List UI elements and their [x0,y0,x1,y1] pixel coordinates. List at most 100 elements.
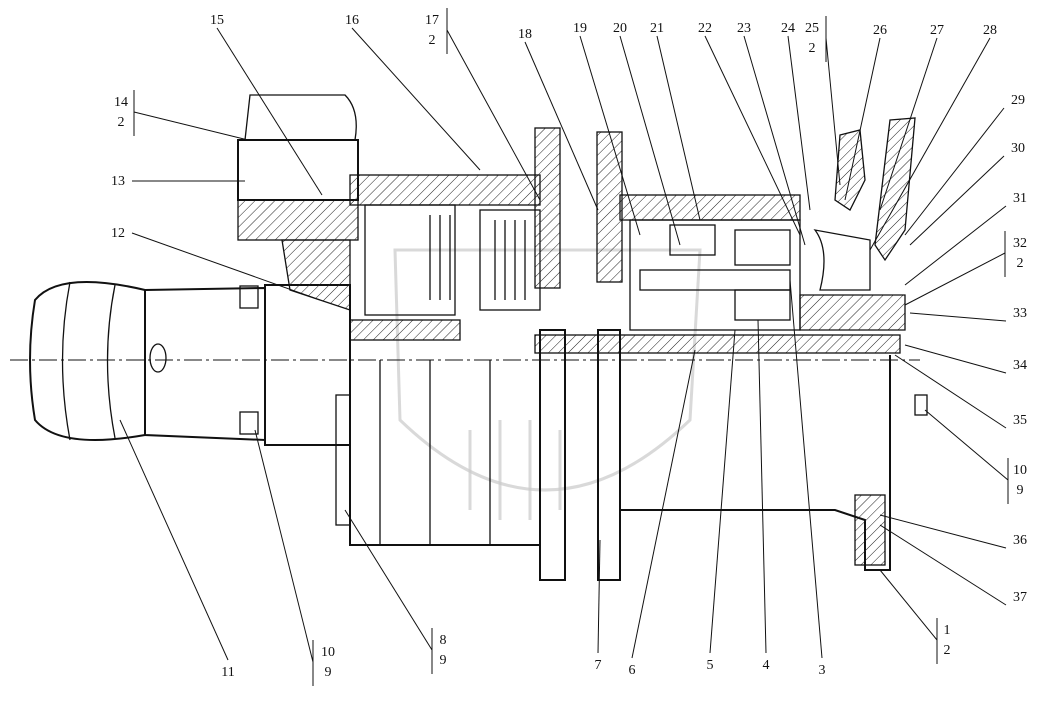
callout-number: 29 [1011,93,1025,108]
callout-12: 12 [111,226,321,301]
callout-15: 15 [210,13,323,196]
callout-number: 5 [707,658,714,673]
callout-number: 13 [111,174,125,189]
callout-number: 35 [1013,413,1027,428]
motor [29,281,266,442]
leader-line [909,155,1005,246]
callout-quantity: 9 [1017,483,1024,498]
callout-11: 11 [119,419,235,680]
leader-line [879,37,938,211]
callout-17: 172 [425,8,541,201]
callout-quantity: 2 [809,41,816,56]
callout-29: 29 [904,93,1025,236]
callout-26: 26 [844,23,887,201]
leader-line [344,509,433,651]
callout-22: 22 [698,21,801,236]
callout-1: 12 [879,569,951,664]
leader-line [904,107,1005,236]
leader-line [619,35,681,246]
leader-line [631,349,696,659]
callout-number: 10 [321,645,335,660]
callout-number: 12 [111,226,125,241]
leader-line [579,35,641,236]
callout-8: 89 [344,509,447,674]
callout-number: 6 [629,663,636,678]
leader-line [133,111,249,141]
leader-line [869,37,991,251]
callout-number: 36 [1013,533,1027,548]
callout-32: 322 [904,231,1027,306]
leader-line [704,35,801,236]
callout-37: 37 [879,524,1027,606]
callout-36: 36 [879,514,1027,549]
callout-number: 4 [763,658,770,673]
callout-number: 33 [1013,306,1027,321]
leader-line [844,37,881,201]
callout-number: 22 [698,21,712,36]
callout-23: 23 [737,21,806,246]
leader-line [879,514,1007,549]
callout-quantity: 2 [944,643,951,658]
callout-number: 16 [345,13,359,28]
leader-line [131,232,321,301]
callout-28: 28 [869,23,997,251]
callout-number: 28 [983,23,997,38]
callout-number: 26 [873,23,887,38]
callout-16: 16 [345,13,481,171]
callout-10b: 109 [254,429,335,686]
leader-line [446,29,541,201]
leader-line [524,41,599,211]
callout-20: 20 [613,21,681,246]
callout-10r: 109 [924,409,1027,504]
leader-line [904,205,1007,286]
callout-number: 30 [1011,141,1025,156]
callout-3: 3 [789,279,826,678]
leader-line [119,419,229,661]
leader-line [879,569,938,641]
callout-number: 18 [518,27,532,42]
callout-quantity: 2 [429,33,436,48]
callout-quantity: 2 [1017,256,1024,271]
leader-line [597,539,601,654]
callout-13: 13 [111,174,245,189]
callout-14: 142 [114,90,249,141]
callout-6: 6 [629,349,696,678]
leader-line [924,409,1009,481]
callout-number: 21 [650,21,664,36]
callout-35: 35 [894,354,1027,429]
callout-21: 21 [650,21,701,221]
callout-31: 31 [904,191,1027,286]
leader-line [757,319,767,654]
callout-number: 15 [210,13,224,28]
callout-number: 32 [1013,236,1027,251]
leader-line [825,37,841,186]
leader-line [904,344,1007,374]
callout-24: 24 [781,21,811,211]
leader-line [894,354,1007,429]
leader-line [743,35,806,246]
callout-number: 24 [781,21,795,36]
callout-quantity: 9 [325,665,332,680]
leader-line [789,279,823,659]
callout-number: 27 [930,23,944,38]
callout-4: 4 [757,319,770,673]
callout-number: 23 [737,21,751,36]
leader-line [787,35,811,211]
leader-line [254,429,314,663]
callout-18: 18 [518,27,599,211]
leader-line [909,312,1007,322]
callout-27: 27 [879,23,944,211]
callout-quantity: 2 [118,115,125,130]
callout-number: 34 [1013,358,1027,373]
callout-number: 14 [114,95,128,110]
callout-5: 5 [707,329,736,673]
callout-number: 8 [440,633,447,648]
callout-25: 252 [805,16,841,186]
callout-number: 37 [1013,590,1027,605]
callout-number: 20 [613,21,627,36]
callout-number: 19 [573,21,587,36]
callout-quantity: 9 [440,653,447,668]
callout-34: 34 [904,344,1027,374]
housing [237,94,916,446]
callout-number: 17 [425,13,439,28]
